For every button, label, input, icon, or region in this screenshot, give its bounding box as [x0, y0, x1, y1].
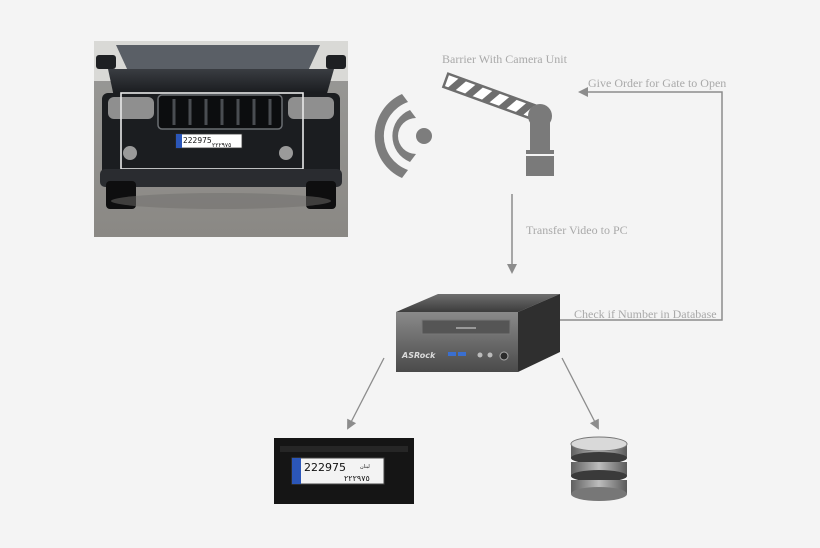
license-plate-crop: 222975 لبنان ٢٢٢٩٧٥ — [274, 438, 414, 504]
crop-plate-number: 222975 — [304, 461, 346, 474]
arrow-check-database — [560, 87, 723, 321]
pc-computer-icon: ASRock — [396, 294, 560, 372]
car-plate-number: 222975 — [183, 136, 212, 145]
barrier-camera-label: Barrier With Camera Unit — [442, 52, 567, 66]
gate-order-label: Give Order for Gate to Open — [588, 76, 727, 90]
pc-brand-label: ASRock — [401, 351, 436, 360]
arrow-to-database — [561, 357, 599, 430]
crop-plate-arabic: ٢٢٢٩٧٥ — [344, 474, 370, 483]
transfer-video-label: Transfer Video to PC — [526, 223, 628, 237]
car-photo: 222975 ٢٢٢٩٧٥ — [94, 41, 348, 237]
arrow-to-plate — [347, 357, 385, 430]
crop-plate-small: لبنان — [360, 464, 370, 470]
barrier-gate-icon — [441, 72, 554, 176]
car-plate-arabic: ٢٢٢٩٧٥ — [212, 142, 231, 149]
wireless-signal-icon — [374, 94, 432, 178]
check-database-label: Check if Number in Database — [574, 307, 717, 321]
database-icon — [570, 436, 628, 501]
